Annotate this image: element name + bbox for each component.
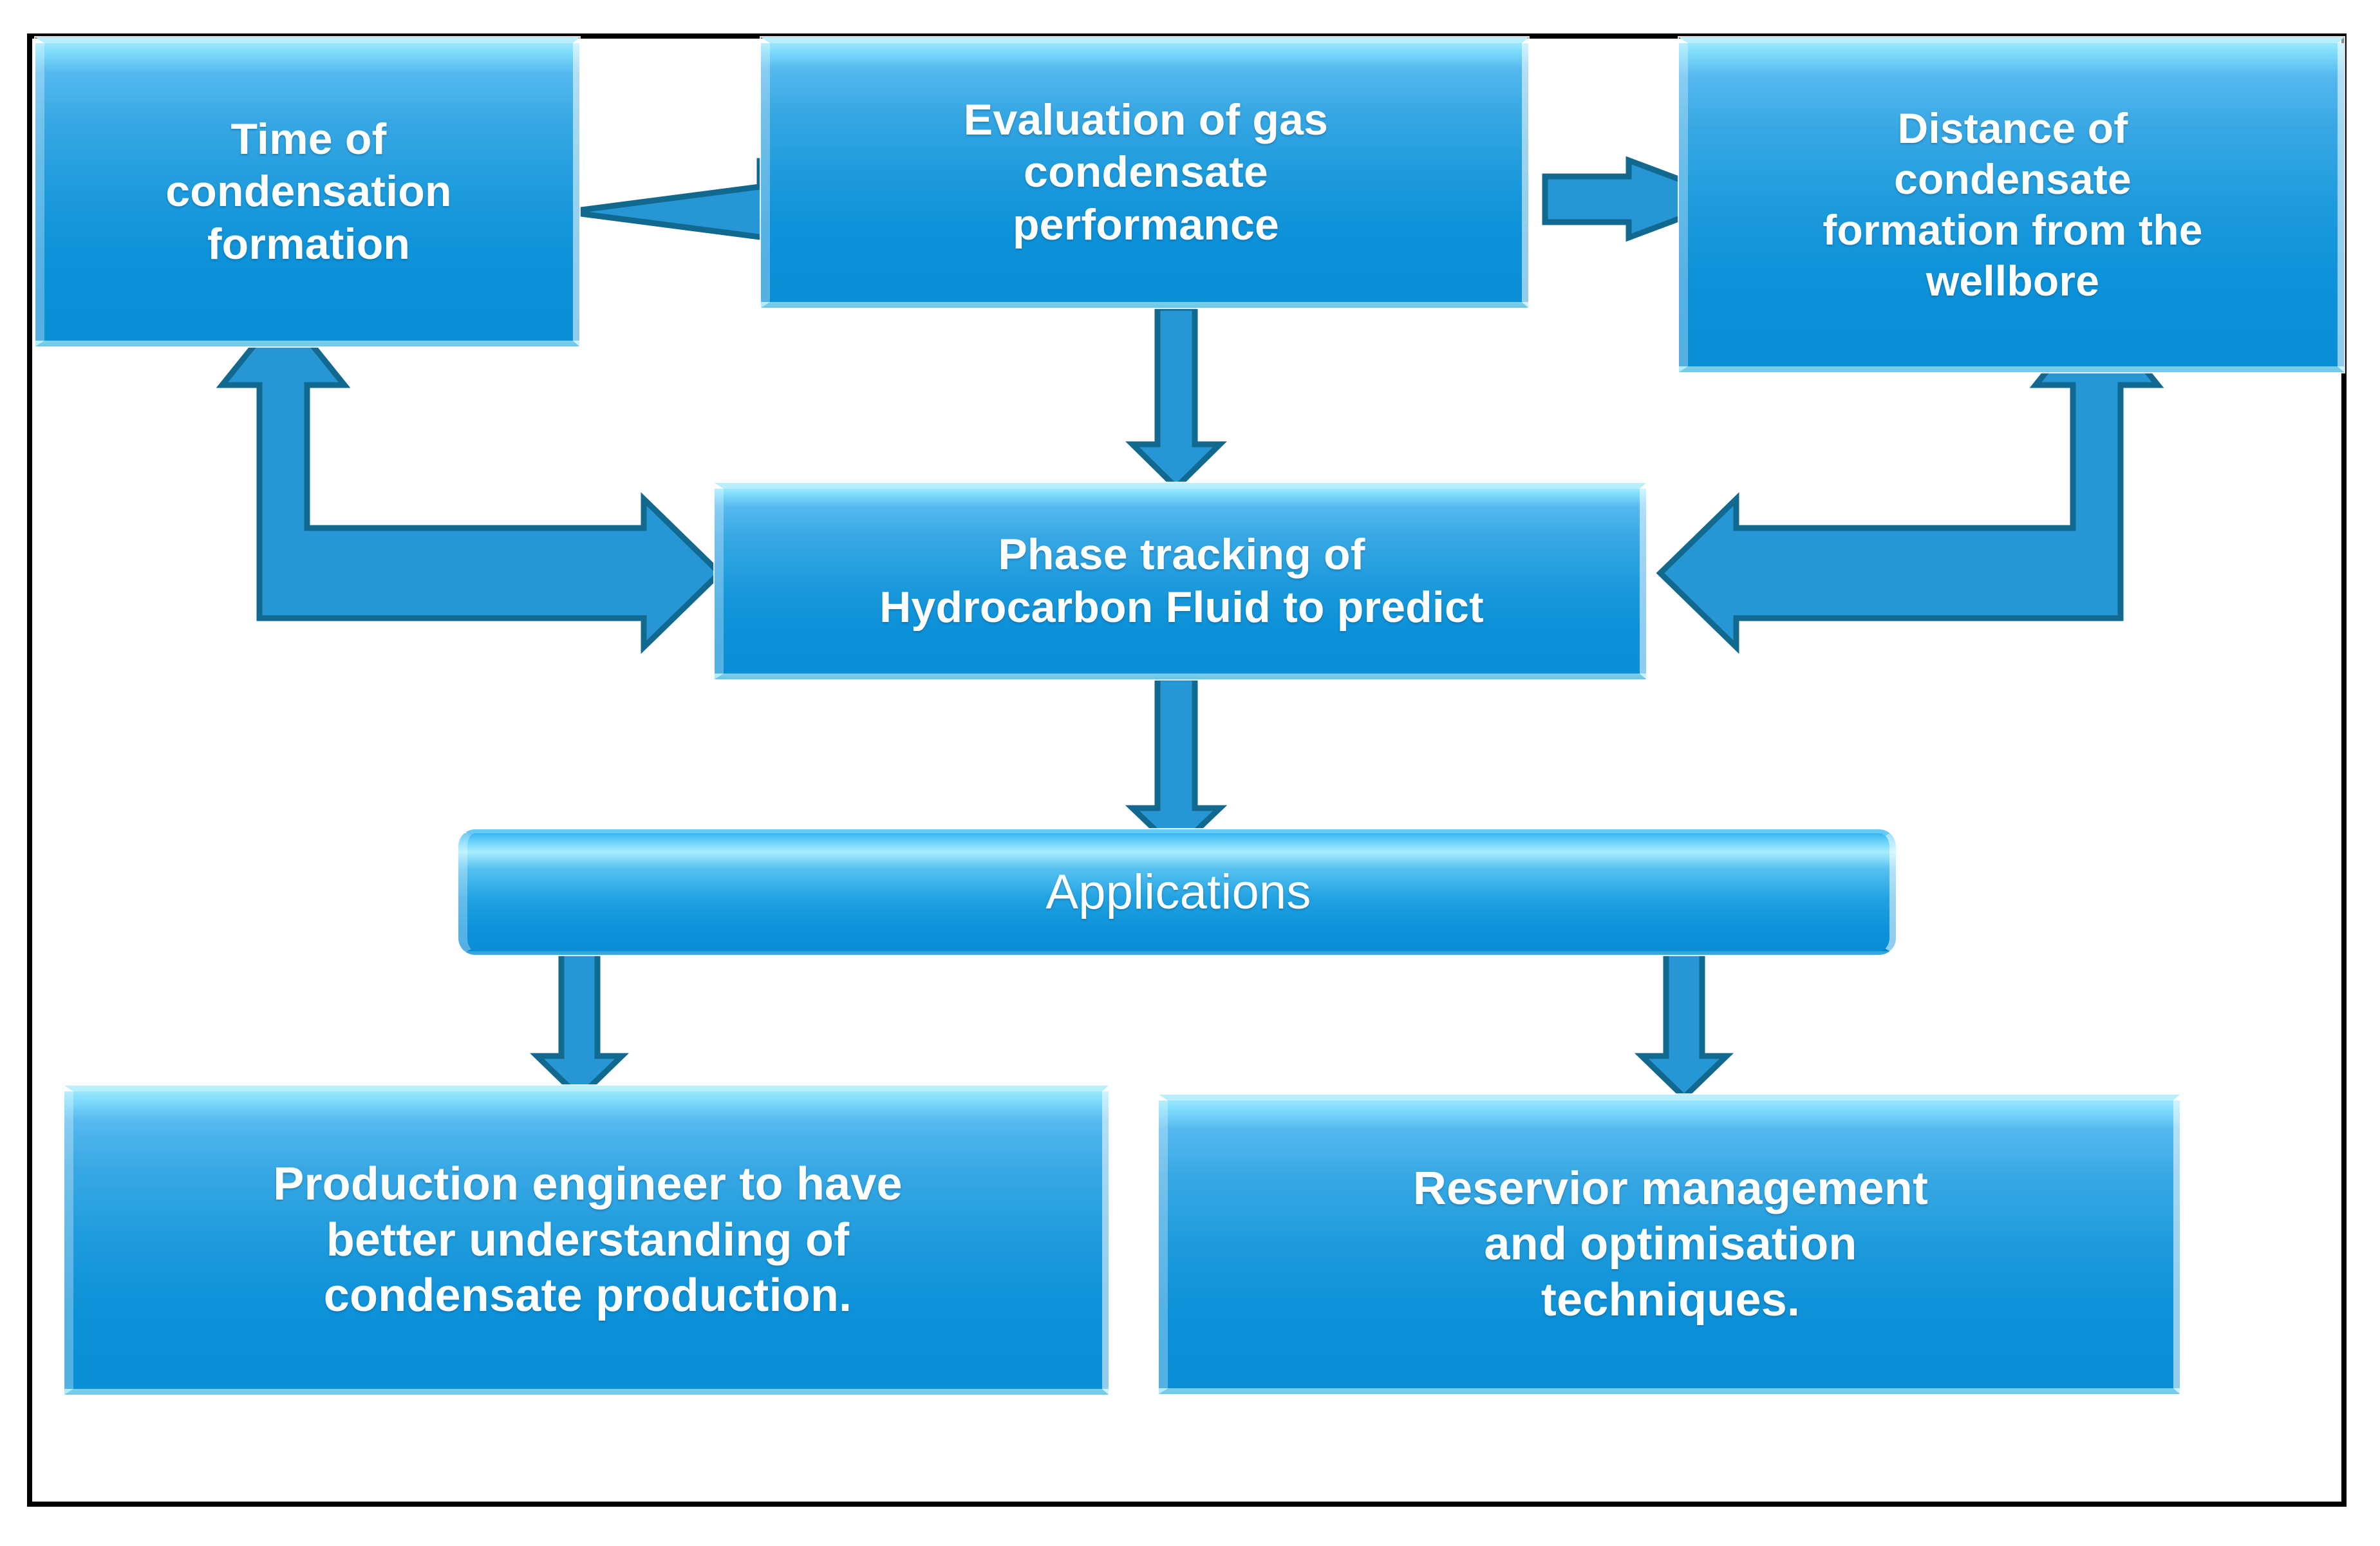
node-label: Distance of condensate formation from th… bbox=[1822, 104, 2203, 305]
node-label: Phase tracking of Hydrocarbon Fluid to p… bbox=[879, 529, 1484, 632]
arrow-distance-phase-elbow bbox=[1656, 304, 2164, 654]
arrow-eval-to-phase bbox=[1125, 305, 1227, 492]
node-production-engineer-understanding[interactable]: Production engineer to have better under… bbox=[64, 1086, 1109, 1395]
node-evaluation-of-gas-condensate-performance[interactable]: Evaluation of gas condensate performance bbox=[761, 37, 1528, 308]
node-time-of-condensation-formation[interactable]: Time of condensation formation bbox=[35, 37, 579, 346]
node-distance-of-condensate-formation[interactable]: Distance of condensate formation from th… bbox=[1679, 37, 2344, 372]
arrow-phase-to-apps bbox=[1125, 675, 1228, 854]
node-label: Time of condensation formation bbox=[165, 114, 452, 269]
node-label: Applications bbox=[1045, 864, 1311, 919]
diagram-outer-frame bbox=[27, 33, 2347, 1507]
arrow-time-phase-elbow bbox=[216, 304, 724, 654]
node-label: Reservior management and optimisation te… bbox=[1412, 1162, 1929, 1326]
node-phase-tracking-of-hydrocarbon-fluid[interactable]: Phase tracking of Hydrocarbon Fluid to p… bbox=[715, 483, 1646, 679]
node-reservoir-management-optimisation[interactable]: Reservior management and optimisation te… bbox=[1159, 1095, 2180, 1394]
node-label: Production engineer to have better under… bbox=[273, 1158, 903, 1322]
node-applications[interactable]: Applications bbox=[458, 829, 1896, 955]
arrow-apps-to-production bbox=[529, 950, 630, 1102]
node-label: Evaluation of gas condensate performance bbox=[963, 95, 1329, 249]
arrow-apps-to-reservoir bbox=[1634, 950, 1734, 1102]
